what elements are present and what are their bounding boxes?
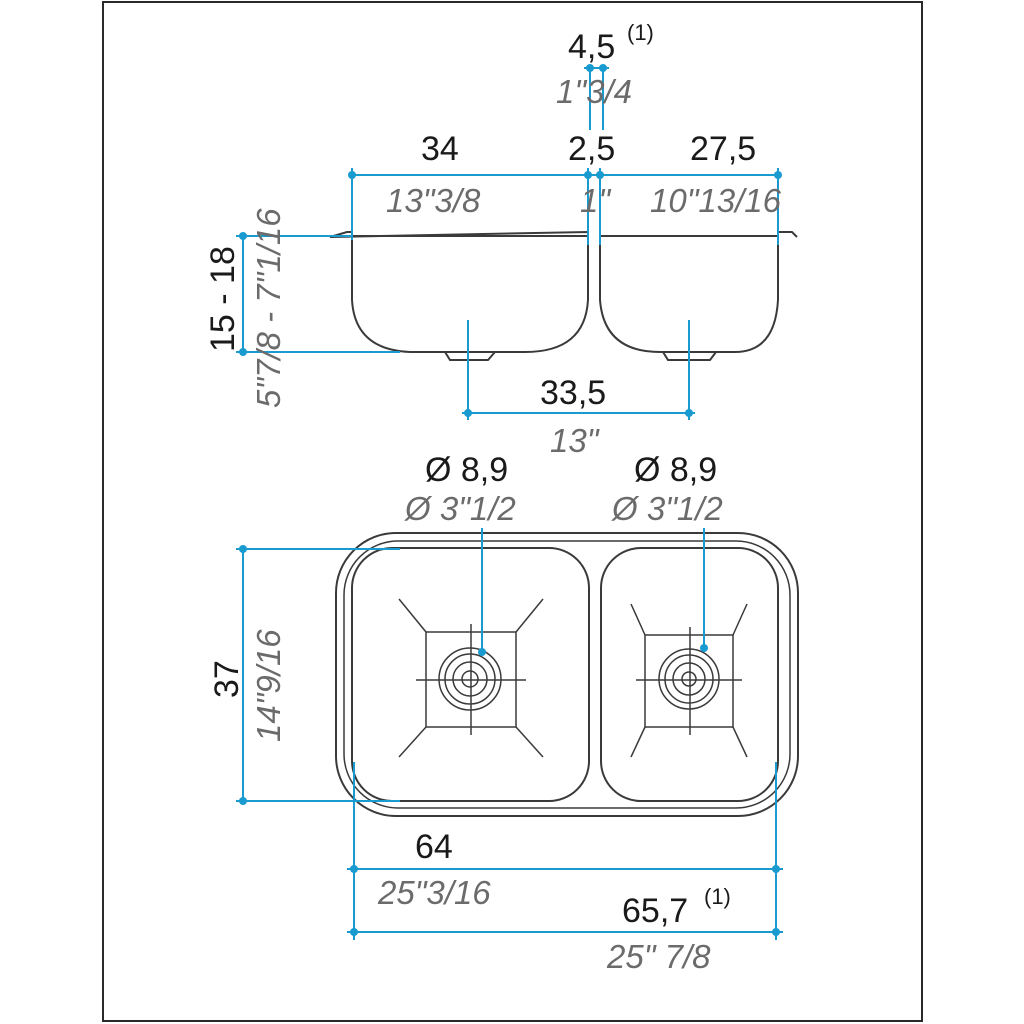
dim-dot xyxy=(772,928,780,936)
dim-dot xyxy=(599,64,607,72)
dim-dot xyxy=(772,865,780,873)
right-drain-plate xyxy=(644,634,734,728)
dim-dot xyxy=(239,348,247,356)
gap-metric-label: 4,5 xyxy=(568,28,615,66)
left-drain-outer xyxy=(438,647,502,711)
outer-width-metric: 65,7 xyxy=(622,892,688,930)
outer-width-imperial: 25" 7/8 xyxy=(606,938,711,975)
dim-dot xyxy=(350,928,358,936)
depth-imperial: 5"7/8 - 7"1/16 xyxy=(250,208,287,408)
right-drain-outer xyxy=(658,648,720,710)
left-width-metric: 34 xyxy=(421,130,459,168)
right-basin xyxy=(600,547,779,802)
dim-dot xyxy=(239,797,247,805)
plan-view: Ø 8,9 Ø 3"1/2 Ø 8,9 Ø 3"1/2 37 14"9/16 6… xyxy=(208,451,799,975)
height-imperial: 14"9/16 xyxy=(250,629,287,742)
drain-spacing-metric: 33,5 xyxy=(540,374,606,412)
sink-inner-rim xyxy=(343,540,791,809)
gap-imperial-label: 1"3/4 xyxy=(556,73,632,110)
drain-spacing-imperial: 13" xyxy=(550,422,600,459)
left-basin-profile xyxy=(329,230,589,353)
dim-dot xyxy=(584,171,592,179)
right-width-metric: 27,5 xyxy=(690,130,756,168)
inner-width-imperial: 25"3/16 xyxy=(377,874,491,911)
section-view: 4,5 (1) 1"3/4 34 13"3/8 2,5 1" 27,5 10"1… xyxy=(204,20,798,459)
left-basin xyxy=(351,547,590,802)
right-width-imperial: 10"13/16 xyxy=(650,182,782,219)
dim-dot xyxy=(700,644,708,652)
dim-dot xyxy=(464,409,472,417)
left-drain-profile xyxy=(444,351,496,361)
divider-imperial: 1" xyxy=(580,182,611,219)
dim-dot xyxy=(774,171,782,179)
right-drain-assembly xyxy=(630,603,748,758)
dim-dot xyxy=(478,648,486,656)
right-basin-profile xyxy=(599,231,798,353)
dim-dot xyxy=(239,232,247,240)
dim-dot xyxy=(348,171,356,179)
dim-dot xyxy=(685,409,693,417)
dim-dot xyxy=(586,64,594,72)
divider-metric: 2,5 xyxy=(568,130,615,168)
left-drain-imperial: Ø 3"1/2 xyxy=(404,490,516,527)
dim-dot xyxy=(239,545,247,553)
gap-footnote: (1) xyxy=(627,20,654,45)
height-metric: 37 xyxy=(208,660,246,698)
depth-metric: 15 - 18 xyxy=(204,246,242,352)
left-drain-assembly xyxy=(398,598,544,758)
outer-width-footnote: (1) xyxy=(704,884,731,909)
dim-dot xyxy=(596,171,604,179)
left-drain-metric: Ø 8,9 xyxy=(425,451,508,489)
left-width-imperial: 13"3/8 xyxy=(386,182,481,219)
drawing-border xyxy=(102,1,923,1022)
inner-width-metric: 64 xyxy=(415,828,453,866)
right-drain-metric: Ø 8,9 xyxy=(634,451,717,489)
right-drain-imperial: Ø 3"1/2 xyxy=(611,490,723,527)
dim-dot xyxy=(350,865,358,873)
sink-outer-rim xyxy=(335,532,799,817)
